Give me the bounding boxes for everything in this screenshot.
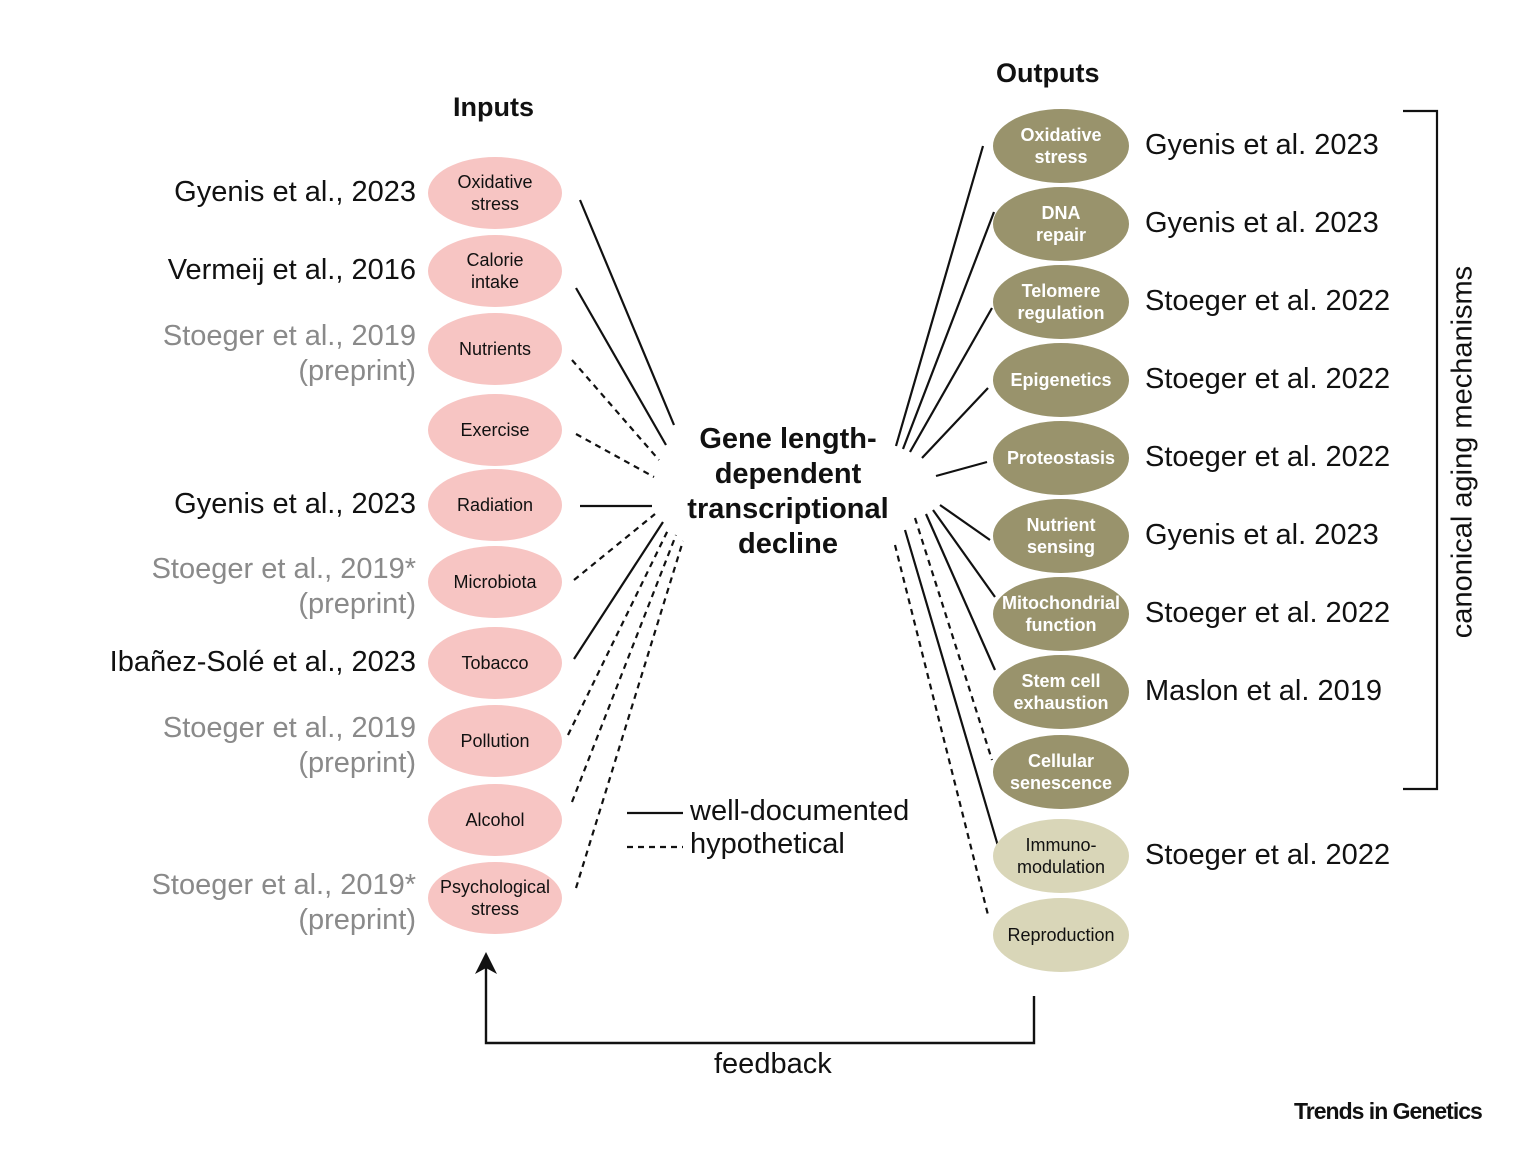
input-node-4-label: Exercise [460, 420, 530, 440]
output-citation-8: Maslon et al. 2019 [1145, 675, 1382, 707]
output-citation-3: Stoeger et al. 2022 [1145, 285, 1391, 317]
input-node-1-label: Oxidative stress [457, 172, 533, 214]
input-connector-9 [570, 534, 678, 803]
center-concept: Gene length- dependent transcriptional d… [687, 423, 889, 560]
input-citation-7: Ibañez-Solé et al., 2023 [109, 646, 416, 678]
input-node-5-label: Radiation [456, 495, 534, 515]
input-node-3-label: Nutrients [458, 339, 532, 359]
input-node-10: Psychological stress [428, 862, 562, 934]
input-node-6: Microbiota [428, 546, 562, 618]
output-citation-10: Stoeger et al. 2022 [1145, 839, 1391, 871]
input-node-6-label: Microbiota [453, 572, 537, 592]
feedback-arrowhead [475, 952, 497, 974]
input-connector-3 [571, 359, 660, 461]
input-node-8: Pollution [428, 705, 562, 777]
output-citation-5: Stoeger et al. 2022 [1145, 441, 1391, 473]
input-node-2: Calorie intake [428, 235, 562, 307]
output-node-7: Mitochondrial function [993, 577, 1129, 651]
output-node-5-label: Proteostasis [1006, 448, 1116, 468]
output-node-4-label: Epigenetics [1010, 370, 1112, 390]
output-node-4: Epigenetics [993, 343, 1129, 417]
input-citation-5: Gyenis et al., 2023 [174, 488, 416, 520]
output-citation-1: Gyenis et al. 2023 [1145, 129, 1379, 161]
output-citation-4: Stoeger et al. 2022 [1145, 363, 1391, 395]
input-connector-1 [578, 199, 676, 426]
output-node-1-label: Oxidative stress [1020, 125, 1102, 167]
input-citation-2: Vermeij et al., 2016 [167, 254, 416, 286]
output-connector-11 [893, 544, 990, 916]
output-citation-6: Gyenis et al. 2023 [1145, 519, 1379, 551]
output-node-11-label: Reproduction [1007, 925, 1115, 945]
output-node-6-label: Nutrient sensing [1026, 515, 1096, 557]
output-connector-6 [939, 504, 991, 541]
input-citation-10: Stoeger et al., 2019* (preprint) [151, 869, 416, 936]
output-node-1: Oxidative stress [993, 109, 1129, 183]
input-node-1: Oxidative stress [428, 157, 562, 229]
output-connector-5 [935, 460, 988, 478]
input-connector-6 [573, 513, 656, 581]
feedback-arrow [484, 965, 1036, 1045]
input-node-7: Tobacco [428, 627, 562, 699]
output-citation-7: Stoeger et al. 2022 [1145, 597, 1391, 629]
output-connector-4 [921, 387, 989, 459]
feedback-label: feedback [714, 1048, 832, 1080]
output-connector-1 [894, 145, 985, 447]
output-node-2-label: DNA repair [1035, 203, 1087, 245]
input-citation-6: Stoeger et al., 2019* (preprint) [151, 553, 416, 620]
input-node-2-label: Calorie intake [466, 250, 524, 292]
output-node-9: Cellular senescence [993, 735, 1129, 809]
input-connector-8 [567, 527, 670, 736]
legend-solid-label: well-documented [690, 795, 910, 827]
output-node-10-label: Immuno- modulation [1016, 835, 1106, 877]
aging-mechanisms-bracket [1403, 109, 1439, 791]
input-node-5: Radiation [428, 469, 562, 541]
legend-dashed-label: hypothetical [690, 828, 845, 860]
input-node-10-label: Psychological stress [439, 877, 551, 919]
input-connector-10 [574, 540, 685, 889]
input-node-9: Alcohol [428, 784, 562, 856]
output-connector-10 [903, 529, 1000, 847]
aging-mechanisms-bracket-label: canonical aging mechanisms [1446, 265, 1479, 639]
outputs-heading: Outputs [996, 58, 1100, 88]
output-node-6: Nutrient sensing [993, 499, 1129, 573]
output-node-3: Telomere regulation [993, 265, 1129, 339]
input-citation-1: Gyenis et al., 2023 [174, 176, 416, 208]
input-node-3: Nutrients [428, 313, 562, 385]
input-node-8-label: Pollution [460, 731, 530, 751]
output-node-11: Reproduction [993, 898, 1129, 972]
input-node-4: Exercise [428, 394, 562, 466]
input-node-7-label: Tobacco [461, 653, 529, 673]
output-node-8-label: Stem cell exhaustion [1013, 671, 1109, 713]
output-connector-7 [932, 509, 996, 598]
output-node-8: Stem cell exhaustion [993, 655, 1129, 729]
input-citation-3: Stoeger et al., 2019 (preprint) [162, 320, 416, 387]
input-connector-7 [573, 521, 664, 660]
input-node-9-label: Alcohol [465, 810, 525, 830]
output-connector-3 [909, 307, 993, 453]
output-node-3-label: Telomere regulation [1017, 281, 1105, 323]
input-connector-4 [575, 433, 655, 478]
inputs-heading: Inputs [453, 92, 534, 122]
output-node-7-label: Mitochondrial function [1002, 593, 1120, 635]
input-connector-2 [575, 287, 667, 446]
output-node-2: DNA repair [993, 187, 1129, 261]
output-citation-2: Gyenis et al. 2023 [1145, 207, 1379, 239]
output-connector-8 [924, 513, 997, 671]
output-connector-9 [913, 517, 994, 761]
input-citation-8: Stoeger et al., 2019 (preprint) [162, 712, 416, 779]
output-node-9-label: Cellular senescence [1009, 751, 1113, 793]
output-connector-2 [901, 211, 996, 450]
output-node-5: Proteostasis [993, 421, 1129, 495]
journal-logo: Trends in Genetics [1294, 1098, 1483, 1124]
output-node-10: Immuno- modulation [993, 819, 1129, 893]
